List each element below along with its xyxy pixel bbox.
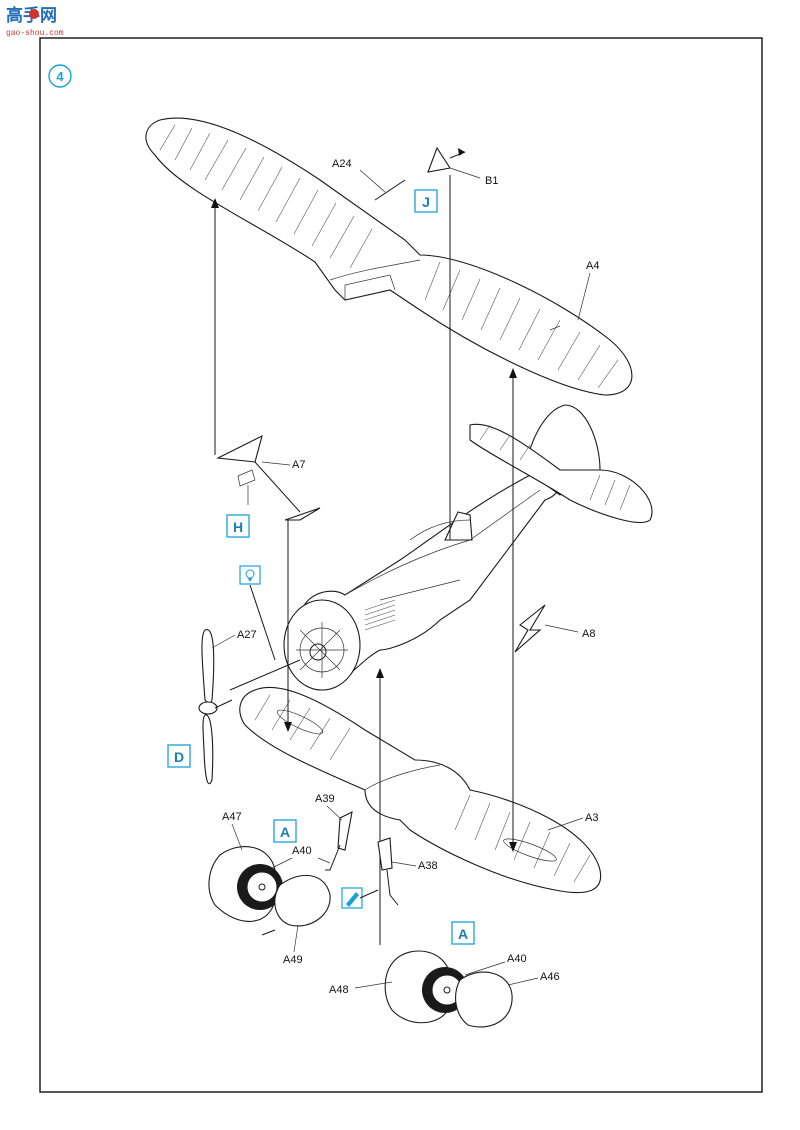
ref-box-j: J	[414, 189, 438, 213]
tail	[469, 404, 653, 523]
label-a27: A27	[237, 629, 257, 641]
arrow-down-icon	[284, 722, 292, 732]
part-a38-leg	[377, 837, 399, 906]
watermark-url: gao-shou.com	[6, 29, 64, 38]
ref-j-label: J	[422, 194, 430, 210]
step-badge: 4	[48, 64, 72, 88]
label-a47: A47	[222, 811, 242, 823]
part-a46-fairing	[455, 971, 513, 1028]
fuselage	[283, 469, 563, 691]
part-a7-strut	[216, 434, 321, 521]
horizontal-stabilizer	[469, 423, 653, 523]
label-a24: A24	[332, 158, 352, 170]
part-b1	[427, 146, 481, 179]
upper-wing-ribs	[159, 124, 619, 389]
label-a3: A3	[585, 812, 598, 824]
label-a49: A49	[283, 954, 303, 966]
step-circle	[48, 64, 72, 88]
ref-h-label: H	[233, 519, 243, 535]
ref-box-a-right: A	[451, 921, 475, 945]
part-a27-propeller	[198, 629, 233, 785]
left-wheel-assembly	[208, 846, 331, 936]
arrow-down-icon	[509, 842, 517, 852]
ref-a-right-label: A	[458, 926, 468, 942]
label-a39: A39	[315, 793, 335, 805]
part-a49-fairing	[274, 874, 331, 927]
paint-bulb-icon	[239, 565, 261, 585]
label-a7: A7	[292, 459, 305, 471]
guide-lines	[211, 175, 517, 945]
glue-pen-icon	[341, 887, 379, 909]
part-a39-leg	[317, 811, 353, 871]
right-wheel-assembly	[384, 950, 513, 1028]
arrow-icon	[458, 148, 465, 156]
ref-box-d: D	[167, 744, 191, 768]
arrow-up-icon	[211, 198, 219, 208]
label-a4: A4	[586, 260, 599, 272]
lower-wing	[239, 686, 602, 894]
label-a8: A8	[582, 628, 595, 640]
ref-d-label: D	[174, 749, 184, 765]
label-a40-left: A40	[292, 845, 312, 857]
upper-wing	[145, 117, 633, 396]
part-a8-strut	[514, 604, 579, 653]
watermark-logo: 高手网 gao-shou.com	[6, 5, 64, 38]
label-b1: B1	[485, 175, 498, 187]
ref-box-h: H	[226, 514, 250, 538]
label-a38: A38	[418, 860, 438, 872]
prop-hub	[198, 701, 218, 715]
arrow-up-icon	[376, 668, 384, 678]
ref-box-a-left: A	[273, 819, 297, 843]
page-frame	[39, 37, 763, 1093]
step-number: 4	[56, 69, 64, 84]
part-a24-rod	[359, 169, 406, 201]
arrow-up-icon	[509, 368, 517, 378]
label-a48: A48	[329, 984, 349, 996]
label-a46: A46	[540, 971, 560, 983]
ref-a-left-label: A	[280, 824, 290, 840]
label-a40-right: A40	[507, 953, 527, 965]
logo-dot-icon	[29, 9, 39, 19]
